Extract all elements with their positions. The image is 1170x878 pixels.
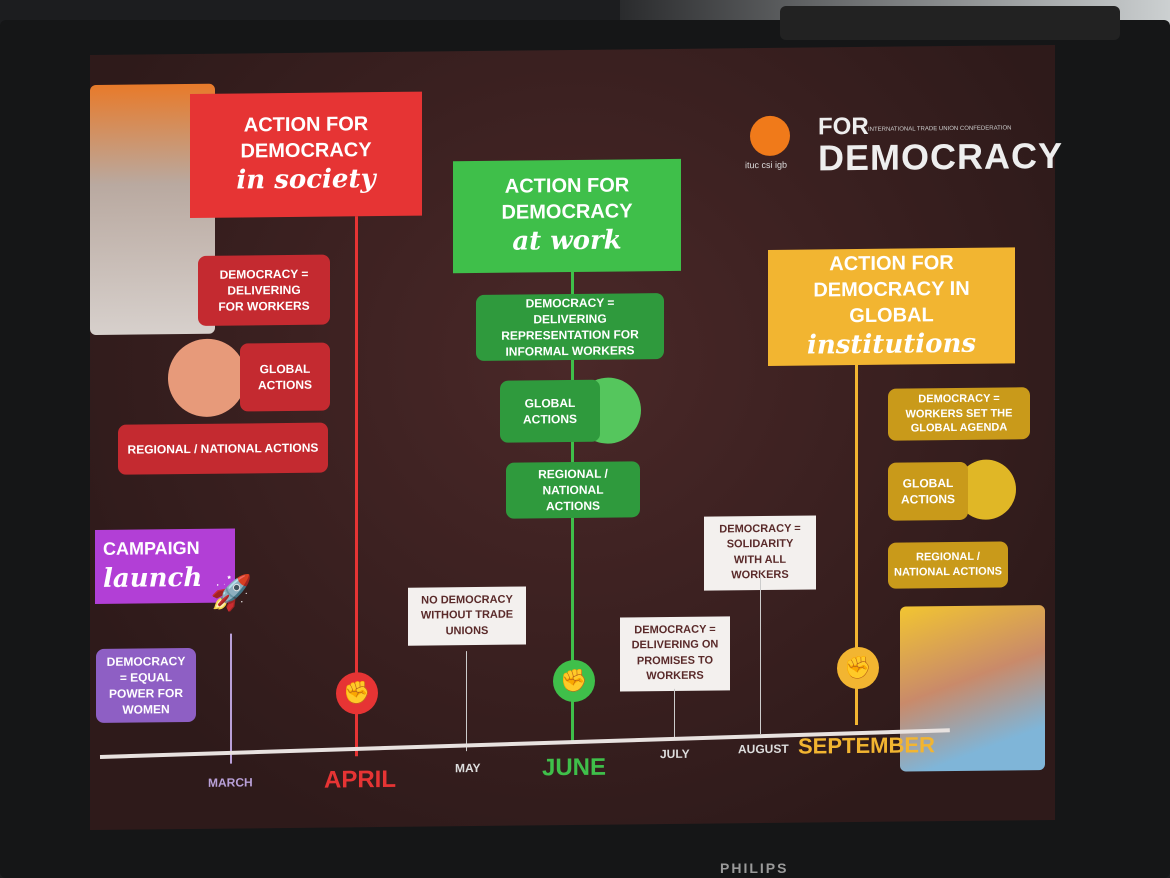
month-september: SEPTEMBER xyxy=(798,732,935,759)
month-march: MARCH xyxy=(208,775,253,790)
webcam-clip xyxy=(780,6,1120,40)
work-script: at work xyxy=(512,225,622,257)
month-june: JUNE xyxy=(542,753,607,782)
global-title-text: ACTION FOR DEMOCRACY IN GLOBAL xyxy=(813,252,970,328)
society-item-3: REGIONAL / NATIONAL ACTIONS xyxy=(118,422,328,475)
note-may: NO DEMOCRACY WITHOUT TRADE UNIONS xyxy=(408,586,526,646)
may-line xyxy=(466,651,467,752)
society-item-2: GLOBAL ACTIONS xyxy=(240,342,330,412)
launch-script: launch xyxy=(103,562,203,594)
work-item-3: REGIONAL / NATIONAL ACTIONS xyxy=(506,461,640,519)
society-title: ACTION FOR DEMOCRACY in society xyxy=(190,91,422,219)
rocket-icon: 🚀 xyxy=(210,574,253,613)
globe-icon xyxy=(168,338,246,418)
launch-item: DEMOCRACY = EQUAL POWER FOR WOMEN xyxy=(96,647,196,723)
work-item-2: GLOBAL ACTIONS xyxy=(500,379,600,443)
work-item-1: DEMOCRACY = DELIVERING REPRESENTATION FO… xyxy=(476,293,664,362)
society-item-1: DEMOCRACY = DELIVERING FOR WORKERS xyxy=(198,254,330,326)
july-line xyxy=(674,688,675,739)
note-july: DEMOCRACY = DELIVERING ON PROMISES TO WO… xyxy=(620,616,730,692)
global-item-1: DEMOCRACY = WORKERS SET THE GLOBAL AGEND… xyxy=(888,387,1030,441)
global-item-2: GLOBAL ACTIONS xyxy=(888,461,968,521)
monitor-brand: PHILIPS xyxy=(720,860,789,876)
march-line xyxy=(230,633,232,764)
month-may: MAY xyxy=(455,760,481,776)
ituc-logo-text: ituc csi igb xyxy=(745,159,788,171)
launch-title-text: CAMPAIGN xyxy=(103,538,200,560)
fist-icon-june: ✊ xyxy=(553,659,595,703)
logo-subtitle: INTERNATIONAL TRADE UNION CONFEDERATION xyxy=(868,125,1012,133)
fist-icon-september: ✊ xyxy=(837,646,879,690)
global-script: institutions xyxy=(807,328,976,361)
fist-icon-april: ✊ xyxy=(336,672,378,715)
logo-democracy: DEMOCRACY xyxy=(818,134,1064,179)
work-title-text: ACTION FOR DEMOCRACY xyxy=(501,174,633,224)
society-title-text: ACTION FOR DEMOCRACY xyxy=(240,113,372,163)
august-line xyxy=(760,574,761,735)
infographic-screen: ituc csi igb FOR INTERNATIONAL TRADE UNI… xyxy=(90,44,1063,831)
month-august: AUGUST xyxy=(738,741,789,757)
ituc-logo xyxy=(750,115,790,157)
work-title: ACTION FOR DEMOCRACY at work xyxy=(453,158,681,274)
global-item-3: REGIONAL / NATIONAL ACTIONS xyxy=(888,541,1008,589)
global-title: ACTION FOR DEMOCRACY IN GLOBAL instituti… xyxy=(768,247,1015,366)
month-april: APRIL xyxy=(324,765,396,794)
society-script: in society xyxy=(236,164,376,196)
month-july: JULY xyxy=(660,746,690,762)
